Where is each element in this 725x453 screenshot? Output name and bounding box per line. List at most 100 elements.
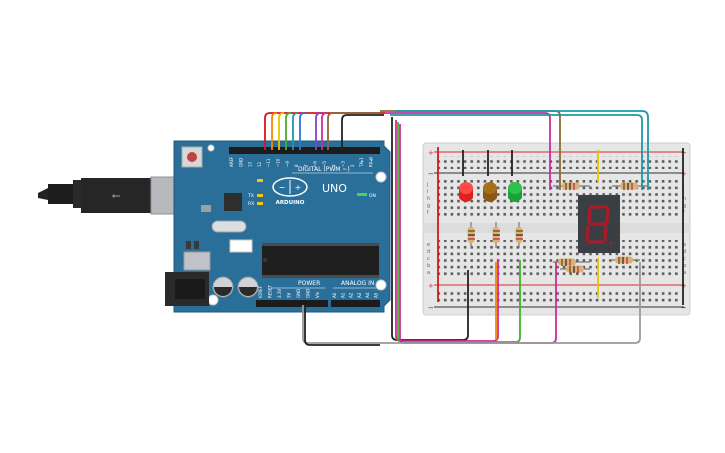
rail-plus-label-tr: + [681,170,687,178]
resistor-7[interactable] [566,265,584,273]
digital-pin-label-14: TX▸1 [359,157,364,168]
wire-led-magenta[interactable] [395,120,499,342]
led-amber-dome [483,182,497,194]
bottom-rail-holes [438,289,680,303]
row-letter-c-right: c [683,256,686,262]
wire-pin6-magenta[interactable] [321,112,328,150]
led-red[interactable] [459,182,473,202]
power-header-label: POWER [298,280,320,287]
reset-button-cap[interactable] [187,152,197,162]
resistor-5[interactable] [620,182,638,190]
arduino-brand-text: ARDUINO [276,200,305,206]
wire-pin7-purple[interactable] [315,112,322,150]
usb-cable-collar [73,180,81,208]
digital-pin-label-4: ~11 [266,158,271,167]
power-pin-label-5: GND [306,289,311,298]
wire-gnd-gray[interactable] [302,262,641,344]
power-on-led [357,193,367,196]
digital-pin-label-7: 8 [294,164,299,167]
power-pin-label-6: Vin [315,291,320,298]
segment-dp [609,241,613,245]
capacitor-2-marking [239,287,257,296]
segment-f [587,207,592,224]
crystal-oscillator [211,220,247,233]
wire-gnd-black-top[interactable] [341,114,384,150]
rail-plus-label-tl: + [428,149,434,157]
led-amber[interactable] [483,182,497,202]
analog-header [331,300,380,307]
wire-pin9-teal[interactable] [292,112,299,150]
row-letter-e-right: e [683,242,686,248]
wire-ground-loop-black[interactable] [391,117,469,341]
resistor-4[interactable] [562,182,580,190]
wire-to-segment-teal-2[interactable] [395,110,649,190]
digital-pin-label-12: ~3 [341,161,346,167]
tx-label: TX [247,193,254,199]
row-letter-h-left: h [427,196,430,202]
wire-pin12-orange[interactable] [271,112,278,150]
mounting-hole-4 [207,144,215,152]
row-letter-a-left: a [427,270,430,276]
resistors-segment [553,182,648,273]
resistor-8[interactable] [615,256,633,264]
seven-segment-display[interactable] [578,195,620,253]
arduino-logo-plus: + [295,183,302,192]
analog-pin-label-2: A2 [349,292,354,298]
wire-gnd-black-bottom[interactable] [304,305,380,346]
led-green[interactable] [508,182,522,202]
digital-pin-label-10: ~5 [322,161,327,167]
digital-pin-label-8: 7 [303,164,308,167]
atmega-microcontroller [262,245,379,275]
row-letter-i-left: i [427,189,428,195]
regulator-pin-2 [194,241,199,249]
row-letter-g-right: g [683,203,686,209]
atmega-notch [263,258,267,262]
wire-pin13-red[interactable] [264,112,385,150]
row-letter-c-left: c [427,256,430,262]
usb-cable-strain [48,184,73,204]
resistor-6[interactable] [558,258,576,266]
led-green-dome [508,182,522,194]
capacitor-1-marking [214,287,232,296]
row-letter-d-left: d [427,249,430,255]
segment-b [605,207,610,224]
row-letter-b-left: b [427,263,430,269]
digital-pin-label-15: RX◂0 [369,156,374,167]
seven-segment-digit-8 [585,205,610,244]
power-pin-label-2: 3.3V [277,289,282,298]
power-pin-label-1: RESET [268,285,273,298]
wire-pin10-green[interactable] [285,112,292,150]
row-letter-j-left: j [426,182,428,188]
led-red-dome [459,182,473,194]
row-letter-b-right: b [683,263,686,269]
power-pin-label-3: 5V [287,292,292,298]
l-led [257,179,263,182]
wire-pin5-brown[interactable] [327,112,380,150]
digital-header-label: DIGITAL (PWM ~) [298,166,350,173]
rail-minus-label-tr: − [681,149,687,157]
analog-pin-label-4: A4 [365,292,370,298]
digital-pin-label-11: 4 [331,164,336,167]
arduino-logo-minus: − [279,183,286,192]
digital-pin-label-0: AREF [229,156,234,167]
digital-pin-label-5: ~10 [276,158,281,167]
arduino-model-text: UNO [322,182,347,195]
arduino-logo-icon [272,177,308,197]
wire-pin11-yellow[interactable] [278,112,285,150]
row-letter-d-right: d [683,249,686,255]
small-component [201,205,211,212]
power-pin-label-0: IOREF [258,285,263,298]
wire-to-segment-teal[interactable] [390,114,643,190]
wire-led-green[interactable] [397,122,521,343]
voltage-regulator [183,251,211,271]
analog-pin-label-5: A5 [374,292,379,298]
usb-interface-chip [224,193,242,211]
wire-pin8-blue[interactable] [299,112,306,150]
analog-header-label: ANALOG IN [341,280,374,287]
rx-led [257,202,263,205]
mounting-hole-1 [375,171,387,183]
